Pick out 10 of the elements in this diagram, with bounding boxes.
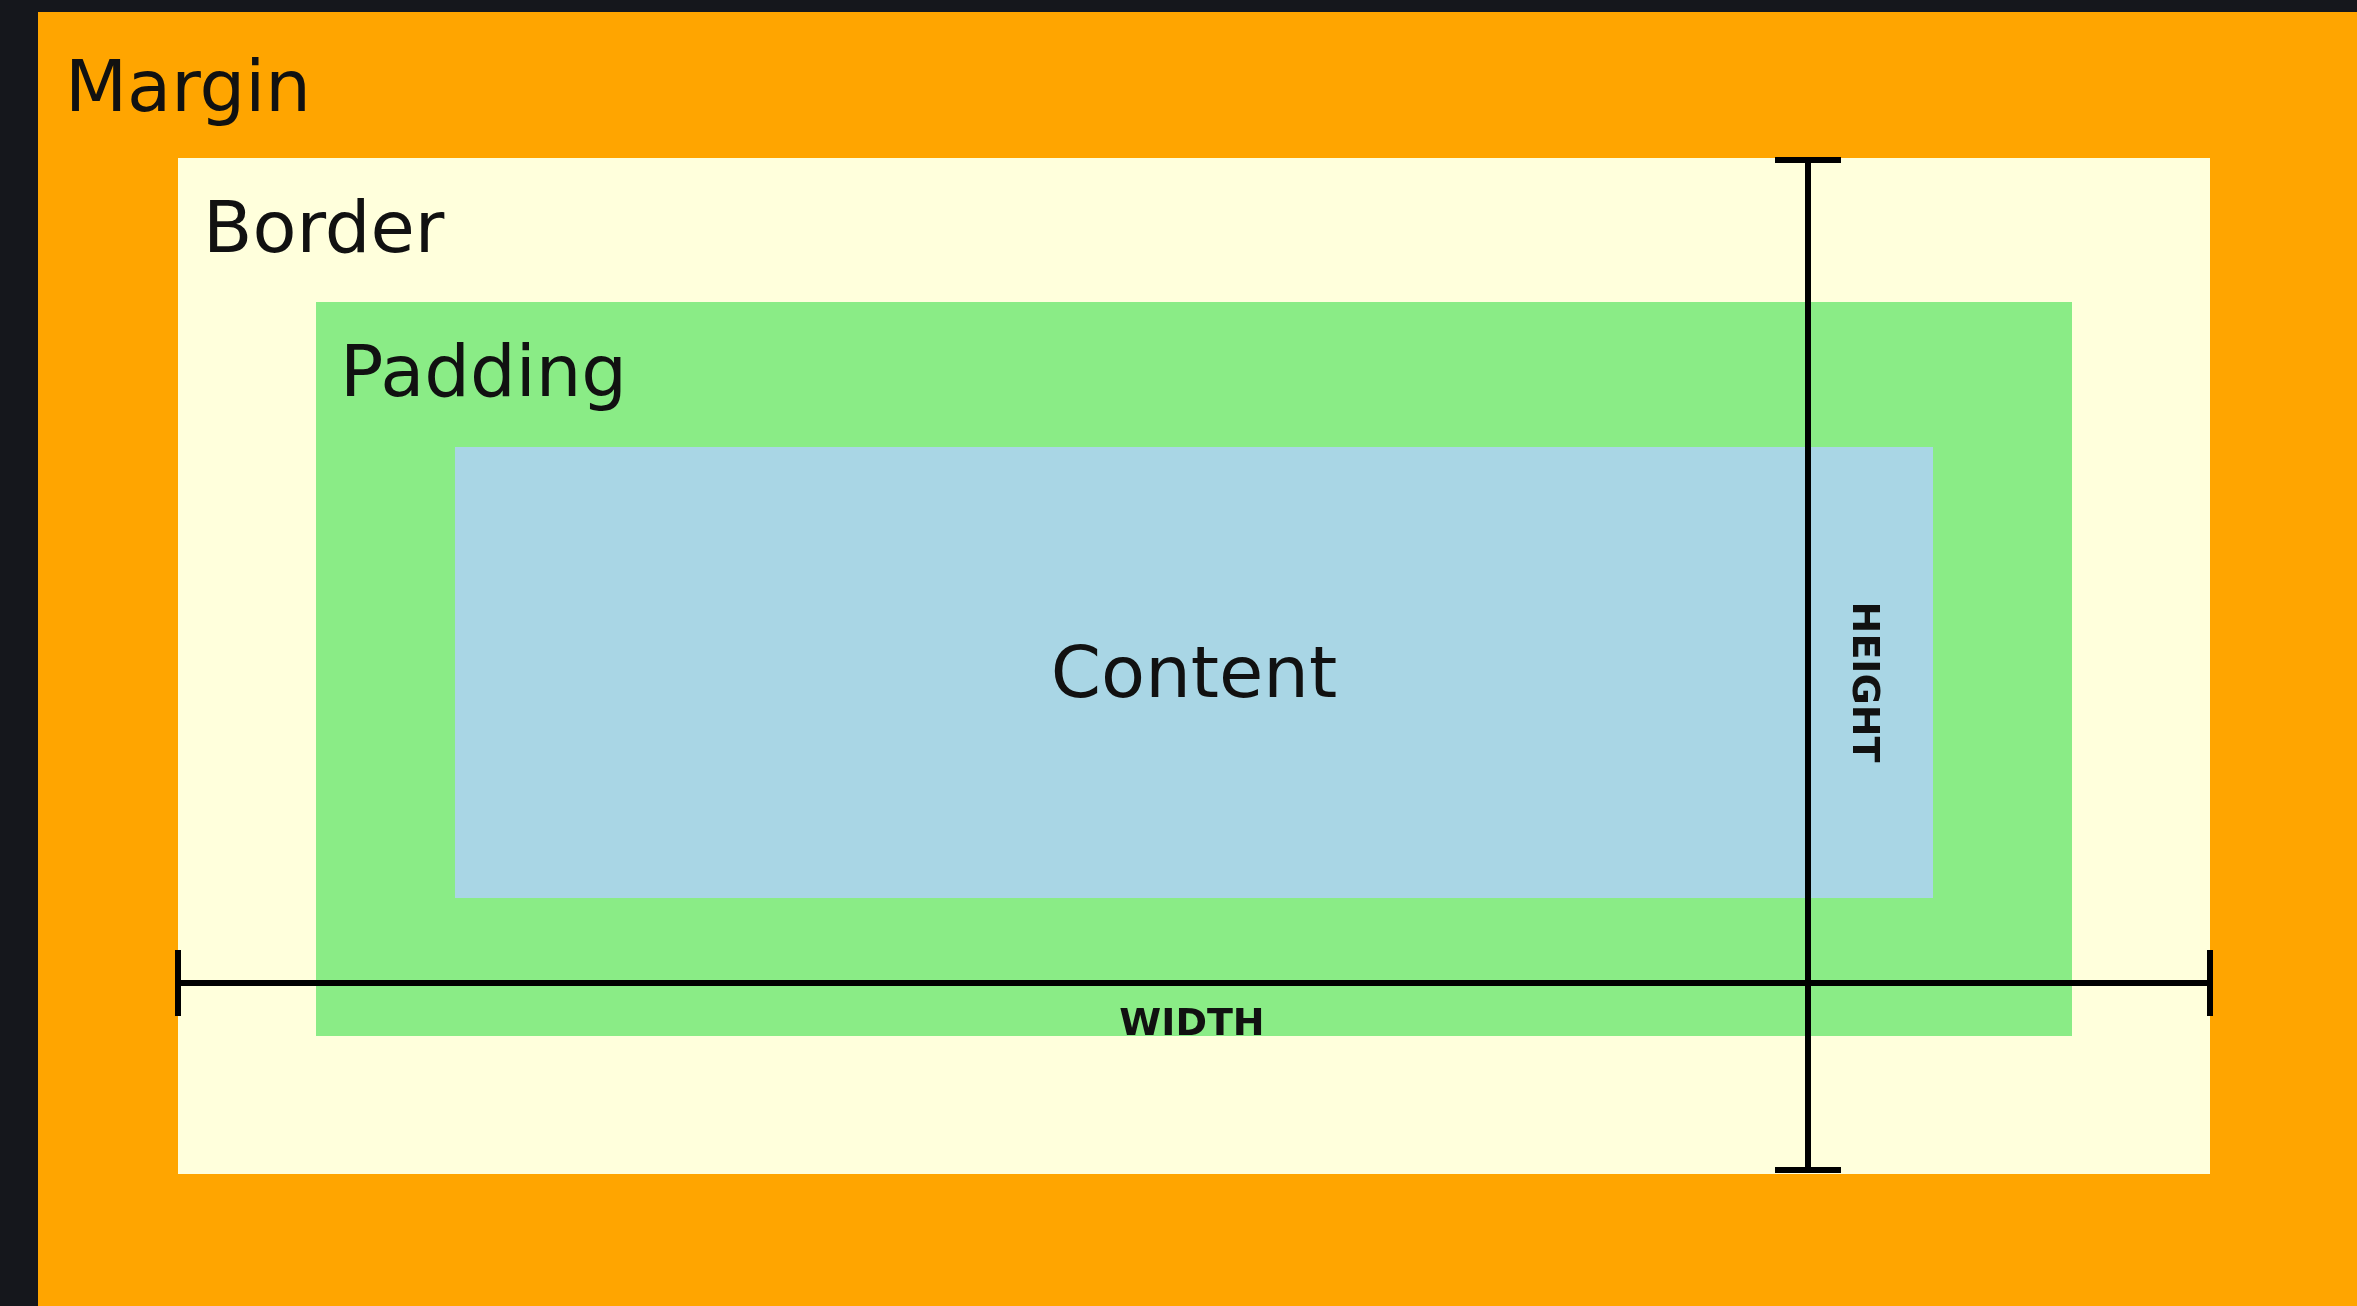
box-title: Content <box>1050 632 1338 713</box>
dimension-label: HEIGHT <box>1847 601 1885 763</box>
margin-area <box>38 12 2357 1306</box>
box-title: Margin <box>65 47 311 127</box>
box-title: Padding <box>340 332 628 412</box>
dimension-label: WIDTH <box>1119 1003 1265 1041</box>
padding-area <box>316 302 2072 1036</box>
box-title: Border <box>203 188 445 268</box>
border-area <box>178 158 2210 1174</box>
content-area <box>455 447 1933 898</box>
